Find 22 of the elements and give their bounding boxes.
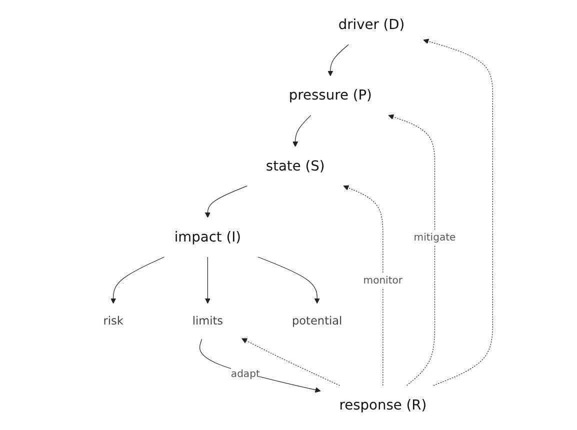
arrow — [388, 114, 436, 386]
node-text: driver (D) — [338, 16, 405, 33]
arrow — [343, 185, 384, 386]
edge-label: mitigate — [414, 230, 456, 243]
node-text: impact (I) — [174, 229, 242, 246]
arrow — [110, 256, 165, 304]
arrow — [204, 256, 210, 304]
edge-label: adapt — [230, 368, 260, 380]
arrow — [204, 186, 248, 218]
node-text: potential — [292, 314, 342, 328]
arrow — [258, 256, 320, 304]
arrow — [423, 38, 493, 386]
node-text: response (R) — [339, 397, 427, 414]
node-text: pressure (P) — [288, 88, 372, 104]
arrow — [292, 115, 312, 147]
edge-label: monitor — [363, 274, 403, 286]
arrow — [328, 44, 349, 76]
node-text: risk — [103, 314, 124, 328]
arrow — [199, 338, 321, 393]
node-text: state (S) — [266, 158, 325, 174]
arrow — [242, 338, 340, 386]
node-text: limits — [192, 314, 224, 328]
